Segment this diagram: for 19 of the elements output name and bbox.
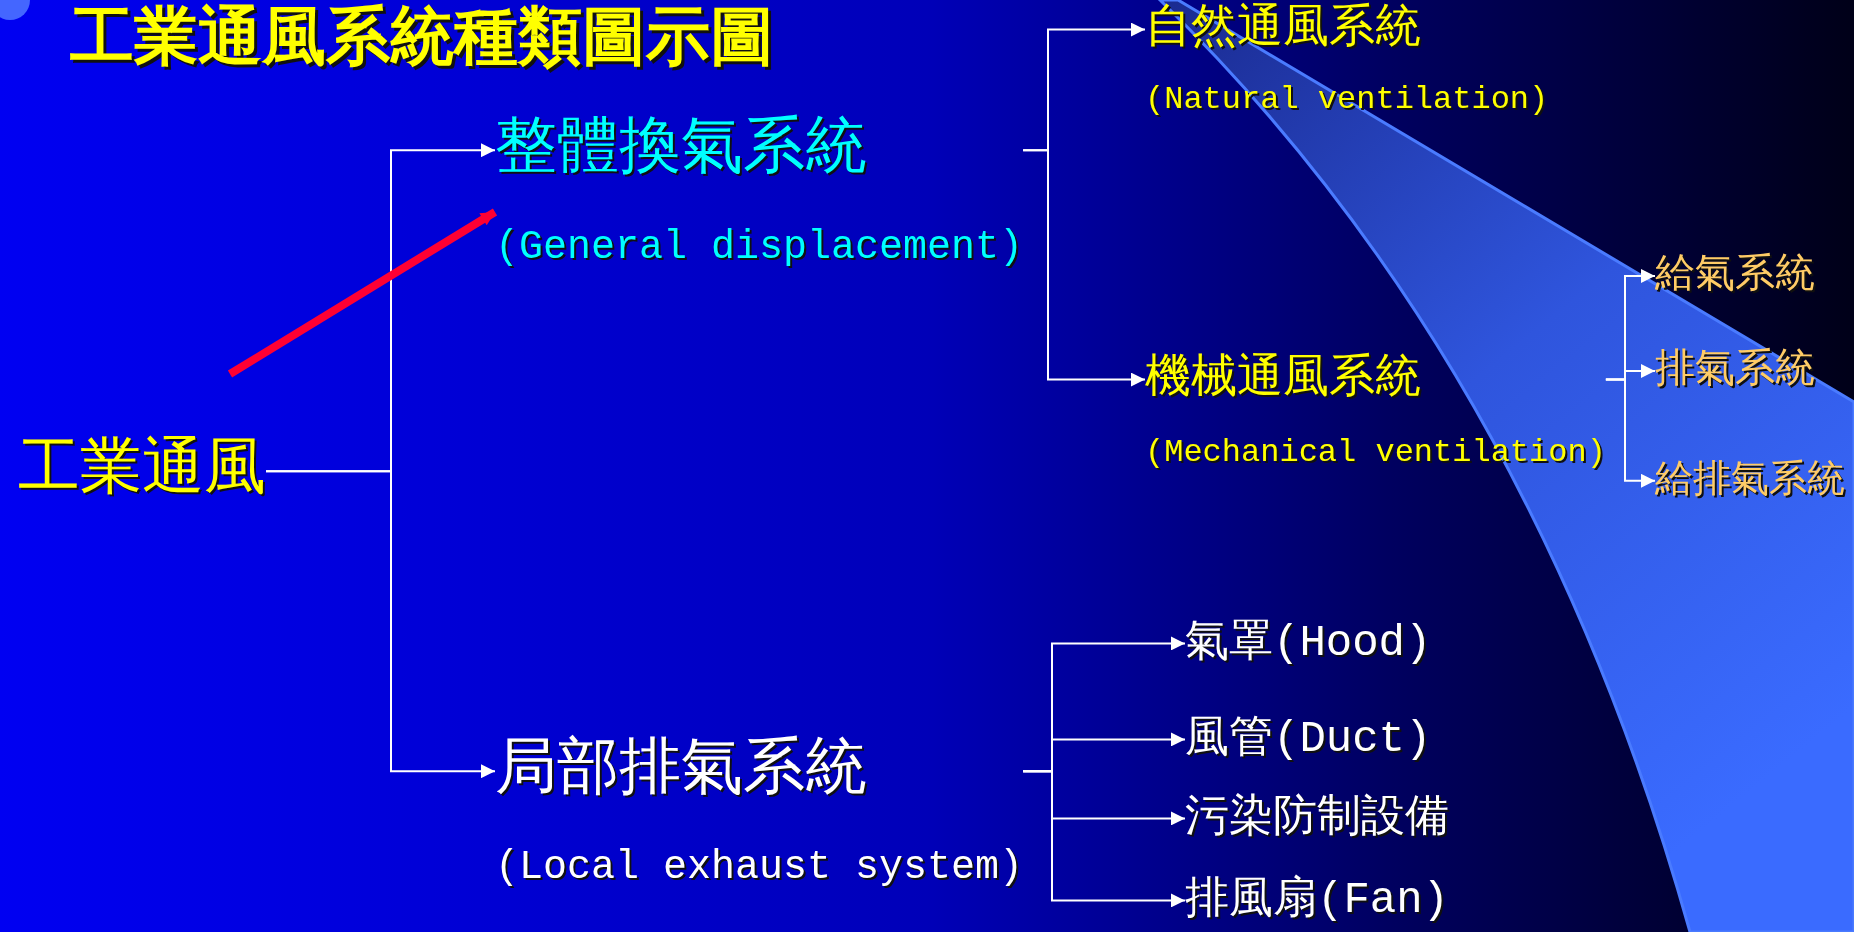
item-label: 排風扇(Fan)	[1185, 874, 1450, 927]
category-heading: 機械通風系統	[1145, 352, 1422, 407]
category-heading: 整體換氣系統	[495, 113, 868, 187]
pointer-arrow	[227, 208, 498, 378]
item-label: 氣罩(Hood)	[1185, 617, 1432, 670]
slide-title: 工業通風系統種類圖示圖	[70, 0, 774, 75]
english-subtitle: (Local exhaust system)	[495, 844, 1024, 893]
connector-arrow	[1022, 770, 1186, 908]
item-label: 污染防制設備	[1185, 792, 1449, 845]
root-label: 工業通風	[18, 434, 266, 508]
english-subtitle: (General displacement)	[495, 224, 1024, 273]
category-heading: 局部排氣系統	[495, 734, 868, 808]
item-label: 給氣系統	[1655, 252, 1815, 300]
item-label: 給排氣系統	[1655, 458, 1845, 504]
item-label: 風管(Duct)	[1185, 713, 1432, 766]
connector-arrow	[1022, 149, 1146, 387]
connector-arrow	[265, 470, 496, 779]
category-heading: 自然通風系統	[1145, 2, 1422, 57]
connector-arrow	[1604, 378, 1656, 488]
